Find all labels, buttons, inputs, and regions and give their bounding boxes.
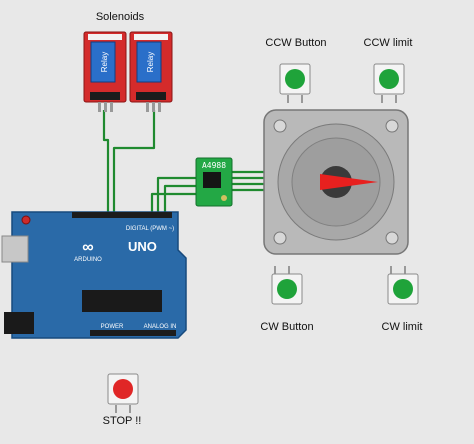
arduino-brand-label: ARDUINO xyxy=(74,257,102,263)
ccw-limit-switch[interactable] xyxy=(373,63,405,103)
wire-driver1 xyxy=(156,176,196,212)
cw-limit-switch[interactable] xyxy=(387,266,419,305)
stepper-motor[interactable] xyxy=(263,109,409,255)
arduino-logo-icon: ∞ xyxy=(82,239,93,256)
relay-module-2[interactable]: Relay xyxy=(129,31,173,112)
cw-button[interactable] xyxy=(271,266,303,305)
arduino-digital-label: DIGITAL (PWM ~) xyxy=(126,226,174,232)
cw-limit-label: CW limit xyxy=(382,321,423,333)
arduino-power-label: POWER xyxy=(101,324,124,330)
arduino-uno[interactable]: DIGITAL (PWM ~) ∞ UNO ARDUINO POWER ANAL… xyxy=(1,211,187,339)
arduino-analog-label: ANALOG IN xyxy=(144,324,177,330)
motor-pointer xyxy=(320,174,378,190)
ccw-limit-label: CCW limit xyxy=(364,37,413,49)
wires xyxy=(102,110,264,212)
solenoids-label: Solenoids xyxy=(96,11,145,23)
wire-relay2 xyxy=(112,110,156,212)
driver-chip-label: A4988 xyxy=(202,161,226,170)
arduino-model-label: UNO xyxy=(128,239,157,254)
ccw-button[interactable] xyxy=(279,63,311,103)
ccw-button-label: CCW Button xyxy=(265,37,326,49)
relay-module-1[interactable]: Relay xyxy=(83,31,127,112)
relay-2-text: Relay xyxy=(146,52,155,72)
relay-1-text: Relay xyxy=(100,52,109,72)
stop-button-label: STOP !! xyxy=(103,415,142,427)
cw-button-label: CW Button xyxy=(260,321,313,333)
wire-relay1 xyxy=(102,110,110,212)
wire-driver2 xyxy=(163,184,196,212)
a4988-driver[interactable]: A4988 xyxy=(195,157,233,207)
wire-driver3 xyxy=(150,192,196,212)
stop-button[interactable] xyxy=(107,373,139,413)
